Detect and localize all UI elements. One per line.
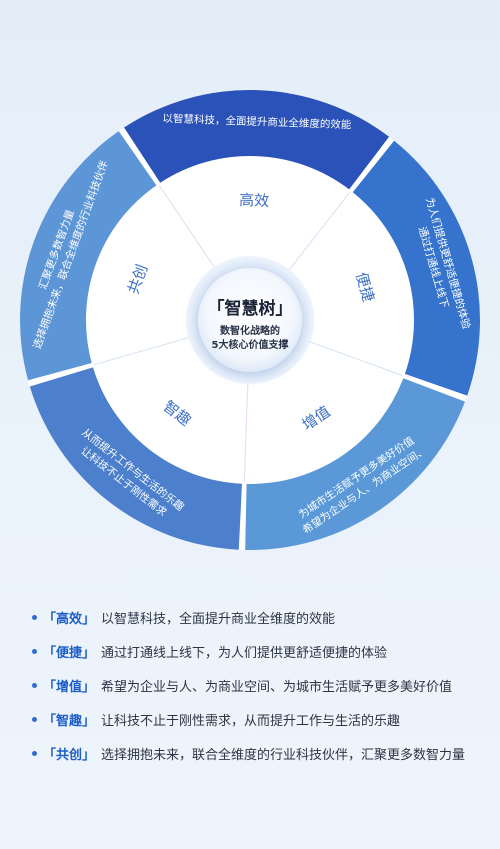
center-title: 「智慧树」 <box>208 298 293 319</box>
inner-segment-gaoxiao <box>159 157 350 273</box>
inner-segment-zengzhi <box>244 340 403 482</box>
center-subtitle-2: 5大核心价值支撑 <box>212 338 289 351</box>
list-keyword: 「智趣」 <box>43 713 96 729</box>
list-description: 通过打通线上线下，为人们提供更舒适便捷的体验 <box>101 645 388 661</box>
list-keyword: 「高效」 <box>43 611 96 627</box>
list-description: 让科技不止于刚性需求，从而提升工作与生活的乐趣 <box>101 713 401 729</box>
bullet-dot <box>32 750 37 756</box>
outer-segment-zengzhi <box>245 378 466 550</box>
center-circle <box>198 268 302 372</box>
list-keyword: 「共创」 <box>43 747 96 763</box>
list-item-gaoxiao: 「高效」 以智慧科技，全面提升商业全维度的效能 <box>32 600 492 634</box>
bullet-dot <box>32 682 37 688</box>
list-item-gongchuang: 「共创」 选择拥抱未来，联合全维度的行业科技伙伴，汇聚更多数智力量 <box>32 736 492 770</box>
outer-segment-zhiqu <box>29 367 242 550</box>
list-item-bianjie: 「便捷」 通过打通线上线下，为人们提供更舒适便捷的体验 <box>32 634 492 668</box>
bullet-dot <box>32 614 37 620</box>
inner-segment-zhiqu <box>94 336 248 482</box>
outer-segment-bianjie <box>352 140 481 396</box>
list-description: 以智慧科技，全面提升商业全维度的效能 <box>101 611 336 627</box>
list-item-zengzhi: 「增值」 希望为企业与人、为商业空间、为城市生活赋予更多美好价值 <box>32 668 492 702</box>
outer-segment-gaoxiao <box>124 89 390 190</box>
bullet-dot <box>32 716 37 722</box>
segment-divider <box>286 191 351 274</box>
value-list: 「高效」 以智慧科技，全面提升商业全维度的效能 「便捷」 通过打通线上线下，为人… <box>32 600 492 770</box>
bullet-dot <box>32 648 37 654</box>
list-description: 选择拥抱未来，联合全维度的行业科技伙伴，汇聚更多数智力量 <box>101 747 466 763</box>
segment-divider <box>94 335 193 366</box>
value-wheel-diagram: 「智慧树」 数智化战略的 5大核心价值支撑 高效以智慧科技，全面提升商业全维度的… <box>20 89 481 550</box>
inner-segment-gongchuang <box>87 185 217 365</box>
list-description: 希望为企业与人、为商业空间、为城市生活赋予更多美好价值 <box>101 679 453 695</box>
list-keyword: 「增值」 <box>43 679 96 695</box>
list-keyword: 「便捷」 <box>43 645 96 661</box>
segment-divider <box>158 185 217 271</box>
segment-label-gaoxiao: 高效 <box>239 191 270 210</box>
segment-divider <box>306 339 403 376</box>
wheel-svg: 「智慧树」 数智化战略的 5大核心价值支撑 高效以智慧科技，全面提升商业全维度的… <box>20 89 481 550</box>
center-subtitle-1: 数智化战略的 <box>220 324 280 337</box>
list-item-zhiqu: 「智趣」 让科技不止于刚性需求，从而提升工作与生活的乐趣 <box>32 702 492 736</box>
inner-segment-bianjie <box>286 192 412 376</box>
segment-divider <box>243 379 249 482</box>
outer-segment-gongchuang <box>20 131 157 381</box>
